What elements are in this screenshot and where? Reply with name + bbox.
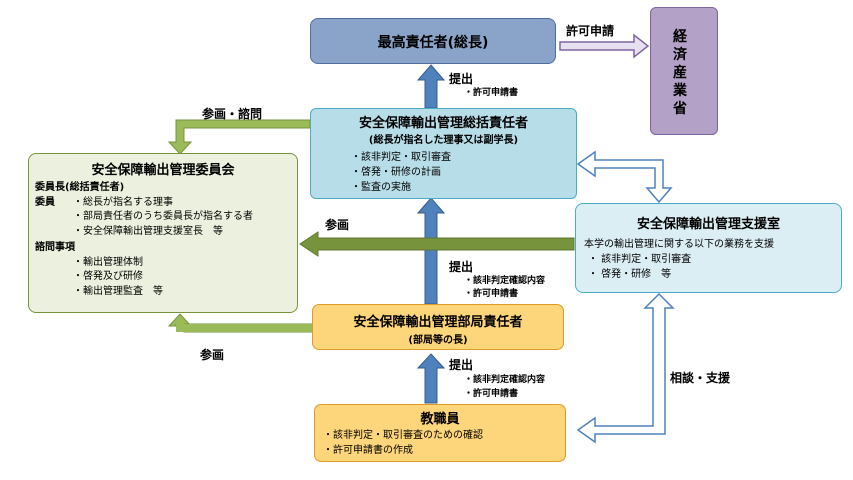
label-submit-mid-note: ・許可申請書 (464, 289, 519, 299)
label-participate-advise: 参画・諮問 (202, 107, 263, 121)
president-box: 最高責任者(総長) (310, 18, 556, 64)
committee-title: 安全保障輸出管理委員会 (91, 163, 235, 178)
label-submit-top-note: ・許可申請書 (464, 88, 519, 98)
arrow-support-staff (576, 292, 675, 444)
general-item: ・監査の実施 (351, 182, 411, 193)
committee-box: 安全保障輸出管理委員会 委員長(総括責任者) 委員 ・総長が指名する理事 ・部局… (28, 153, 298, 313)
support-item: ・ 啓発・研修 等 (588, 269, 672, 280)
general-title: 安全保障輸出管理総括責任者 (358, 116, 528, 131)
label-submit-mid: 提出 (449, 260, 474, 274)
label-participate-bottom: 参画 (200, 348, 225, 362)
committee-matters-label: 諮問事項 (35, 242, 75, 253)
arrow-president-to-meti (559, 33, 650, 59)
committee-matter: ・輸出管理監査 等 (73, 285, 163, 297)
committee-members-label: 委員 (35, 196, 55, 208)
dept-title: 安全保障輸出管理部局責任者 (353, 315, 523, 330)
staff-title: 教職員 (420, 412, 460, 427)
general-subtitle: (総長が指名した理事又は副学長) (368, 135, 519, 146)
committee-matter: ・輸出管理体制 (73, 256, 143, 268)
staff-item: ・該非判定・取引審査のための確認 (323, 430, 483, 441)
committee-member: ・総長が指名する理事 (73, 196, 173, 208)
label-permit-application: 許可申請 (566, 24, 615, 38)
label-consult-support: 相談・支援 (670, 371, 731, 385)
general-item: ・啓発・研修の計画 (351, 167, 441, 178)
support-office-box: 安全保障輸出管理支援室 本学の輸出管理に関する以下の業務を支援 ・ 該非判定・取… (575, 203, 842, 293)
label-participate-mid: 参画 (325, 218, 350, 232)
committee-member: ・部局責任者のうち委員長が指名する者 (73, 211, 253, 222)
arrow-dept-to-general (416, 197, 446, 305)
staff-item: ・許可申請書の作成 (323, 445, 413, 456)
committee-head: 委員長(総括責任者) (35, 182, 125, 193)
label-submit-bottom: 提出 (449, 358, 474, 372)
president-title: 最高責任者(総長) (377, 35, 489, 51)
arrow-support-to-committee (299, 231, 575, 257)
general-manager-box: 安全保障輸出管理総括責任者 (総長が指名した理事又は副学長) ・該非判定・取引審… (310, 108, 577, 199)
arrow-staff-to-dept (416, 353, 446, 404)
label-submit-bottom-note: ・該非判定確認内容 (464, 375, 546, 385)
committee-member: ・安全保障輸出管理支援室長 等 (73, 225, 223, 237)
department-manager-box: 安全保障輸出管理部局責任者 (部局等の長) (312, 304, 564, 350)
arrow-general-to-president (416, 64, 446, 109)
meti-title: 経済産業省 (673, 29, 687, 117)
committee-matter: ・啓発及び研修 (73, 271, 143, 282)
meti-box: 経済産業省 (650, 7, 718, 135)
dept-subtitle: (部局等の長) (408, 335, 468, 346)
support-item: ・ 該非判定・取引審査 (588, 254, 692, 265)
label-submit-bottom-note: ・許可申請書 (464, 389, 519, 399)
support-desc: 本学の輸出管理に関する以下の業務を支援 (584, 239, 774, 250)
general-item: ・該非判定・取引審査 (351, 152, 451, 163)
label-submit-top: 提出 (449, 72, 474, 86)
label-submit-mid-note: ・該非判定確認内容 (464, 276, 546, 286)
arrow-general-support (576, 150, 673, 204)
staff-box: 教職員 ・該非判定・取引審査のための確認 ・許可申請書の作成 (314, 404, 566, 462)
arrow-general-to-committee (167, 119, 311, 155)
support-title: 安全保障輸出管理支援室 (636, 217, 780, 232)
